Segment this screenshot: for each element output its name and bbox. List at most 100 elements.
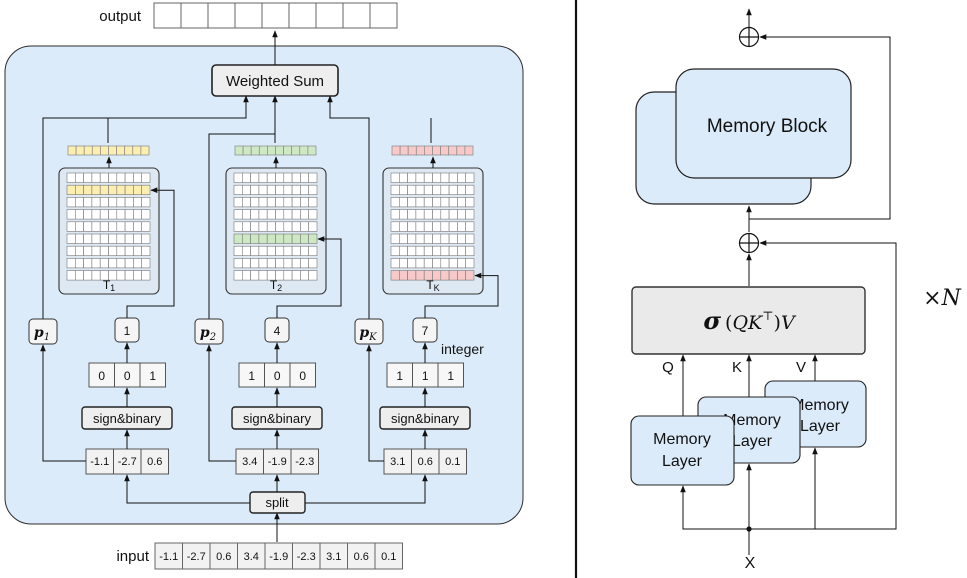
table-cell [440,197,450,208]
table-cell [141,233,151,244]
bit-value: 0 [299,369,306,383]
table-cell [83,197,93,208]
table-cell [423,209,433,220]
table-cell [250,221,260,232]
table-cell [457,184,466,195]
table-cell [108,184,118,195]
table-cell [141,172,151,183]
table-cell [398,209,408,220]
retrieved-embedding-cell [140,145,150,156]
table-cell [283,258,293,269]
table-cell [415,184,425,195]
table-cell [83,172,93,183]
split-box [249,491,306,514]
table-cell [415,245,425,256]
table-cell [423,221,433,232]
table-cell [266,184,276,195]
input-value: 0.6 [354,551,369,563]
table-cell [415,209,425,220]
attention-formula: σ(QK⊤)V [703,306,797,335]
retrieved-embedding-cell [83,145,93,156]
table-cell [440,245,450,256]
retrieved-embedding-cell [456,145,466,156]
retrieved-embedding-cell [67,145,77,156]
table-cell [99,172,109,183]
table-cell [291,258,301,269]
retrieved-embedding-cell [464,145,474,156]
plus-node-bottom [738,232,760,254]
table-cell [308,184,318,195]
bit-value: 0 [98,369,105,383]
slice-value: 3.4 [242,456,257,468]
table-cell [465,184,475,195]
table-cell [432,233,442,244]
retrieved-embedding-cell [116,145,126,156]
table-cell [99,209,109,220]
table-cell [448,270,458,281]
output-label: output [99,8,142,25]
table-cell [233,233,243,244]
table-cell [283,184,293,195]
table-cell [141,209,151,220]
split-label: split [265,495,289,510]
table-cell [266,233,276,244]
table-cell [283,197,293,208]
svg-text:Memory: Memory [653,431,711,448]
table-cell [291,233,301,244]
weighted-sum-label: Weighted Sum [226,73,324,90]
table-cell [75,172,84,183]
table-cell [91,197,101,208]
table-cell [300,270,309,281]
table-cell [283,233,293,244]
table-cell [415,197,425,208]
table-cell [275,258,285,269]
retrieved-embedding-cell [415,145,425,156]
bit-value: 0 [274,369,281,383]
residual-connectors [680,8,897,555]
table-cell [250,184,260,195]
table-cell [275,197,285,208]
table-cell [300,184,309,195]
table-cell [457,270,466,281]
table-cell [291,197,301,208]
table-cell [440,221,450,232]
table-cell [266,258,276,269]
table-cell [250,197,260,208]
bit-value: 0 [124,369,131,383]
q-label: Q [662,359,674,376]
table-cell [308,258,318,269]
table-cell [75,221,84,232]
split-connectors [124,474,428,542]
index-value: 1 [124,324,131,338]
table-cell [448,172,458,183]
input-cell [374,542,403,570]
table-cell [250,245,260,256]
x-input-label: X [745,555,756,572]
table-cell [300,209,309,220]
table-cell [440,258,450,269]
table-cell [250,233,260,244]
retrieved-embedding-cell [299,145,309,156]
table-cell [283,270,293,281]
table-cell [300,233,309,244]
output-cell [288,2,317,29]
table-cell [83,221,93,232]
slice-cell [383,448,412,475]
table-cell [398,245,408,256]
svg-text:Layer: Layer [800,418,841,435]
table-cell [75,233,84,244]
table-cell [300,172,309,183]
table-cell [407,184,417,195]
svg-text:Memory: Memory [723,412,781,429]
table-cell [390,172,400,183]
table-cell [242,197,251,208]
weight-label: p1 [34,325,50,343]
table-cell [407,221,417,232]
retrieved-embedding-cell [399,145,409,156]
retrieved-embedding-cell [132,145,142,156]
table-cell [291,184,301,195]
slice-value: -1.1 [90,456,109,468]
